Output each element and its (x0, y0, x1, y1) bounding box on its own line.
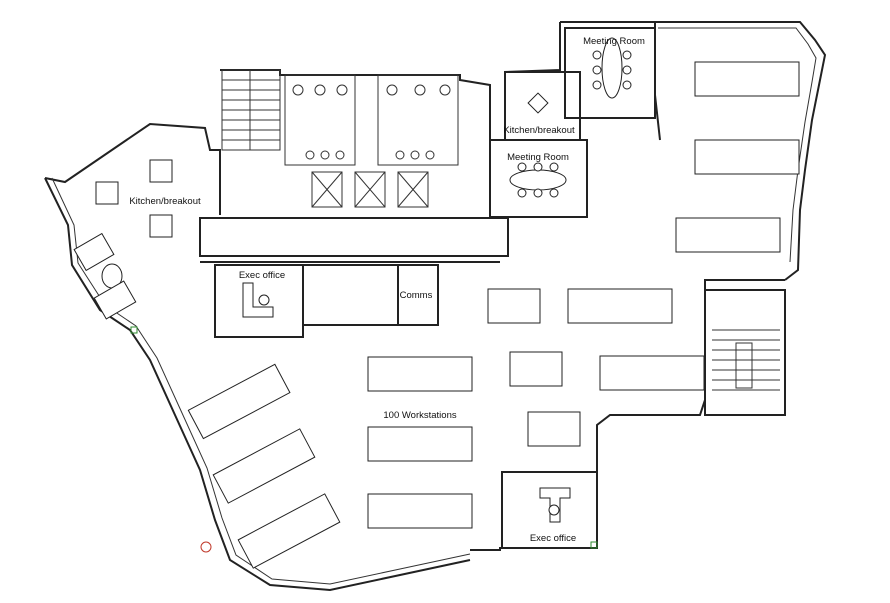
label-exec-office-bottom: Exec office (530, 533, 576, 544)
label-comms: Comms (400, 290, 433, 301)
restrooms (284, 74, 459, 166)
label-meeting-room-mid: Meeting Room (507, 152, 569, 163)
stairwell-top (221, 69, 281, 151)
kitchen-table-small (527, 92, 549, 114)
label-meeting-room-top: Meeting Room (583, 36, 645, 47)
stairwell-right (712, 329, 780, 391)
interior-walls (199, 27, 786, 549)
meeting-table-top (592, 37, 632, 99)
marker-green-left (130, 326, 138, 334)
marker-green-right (590, 541, 598, 549)
workstations (187, 61, 800, 569)
label-exec-office-top: Exec office (239, 270, 285, 281)
meeting-table-mid (509, 162, 567, 198)
building-outline (44, 21, 827, 592)
label-workstations: 100 Workstations (383, 410, 456, 421)
marker-red (200, 541, 212, 553)
label-kitchen-breakout-center: Kitchen/breakout (503, 125, 575, 136)
kitchen-breakout-tables (73, 159, 173, 320)
lifts (311, 171, 429, 208)
exec-desk-bottom (539, 487, 571, 523)
label-kitchen-breakout-left: Kitchen/breakout (129, 196, 201, 207)
exec-desk-top (242, 282, 274, 318)
